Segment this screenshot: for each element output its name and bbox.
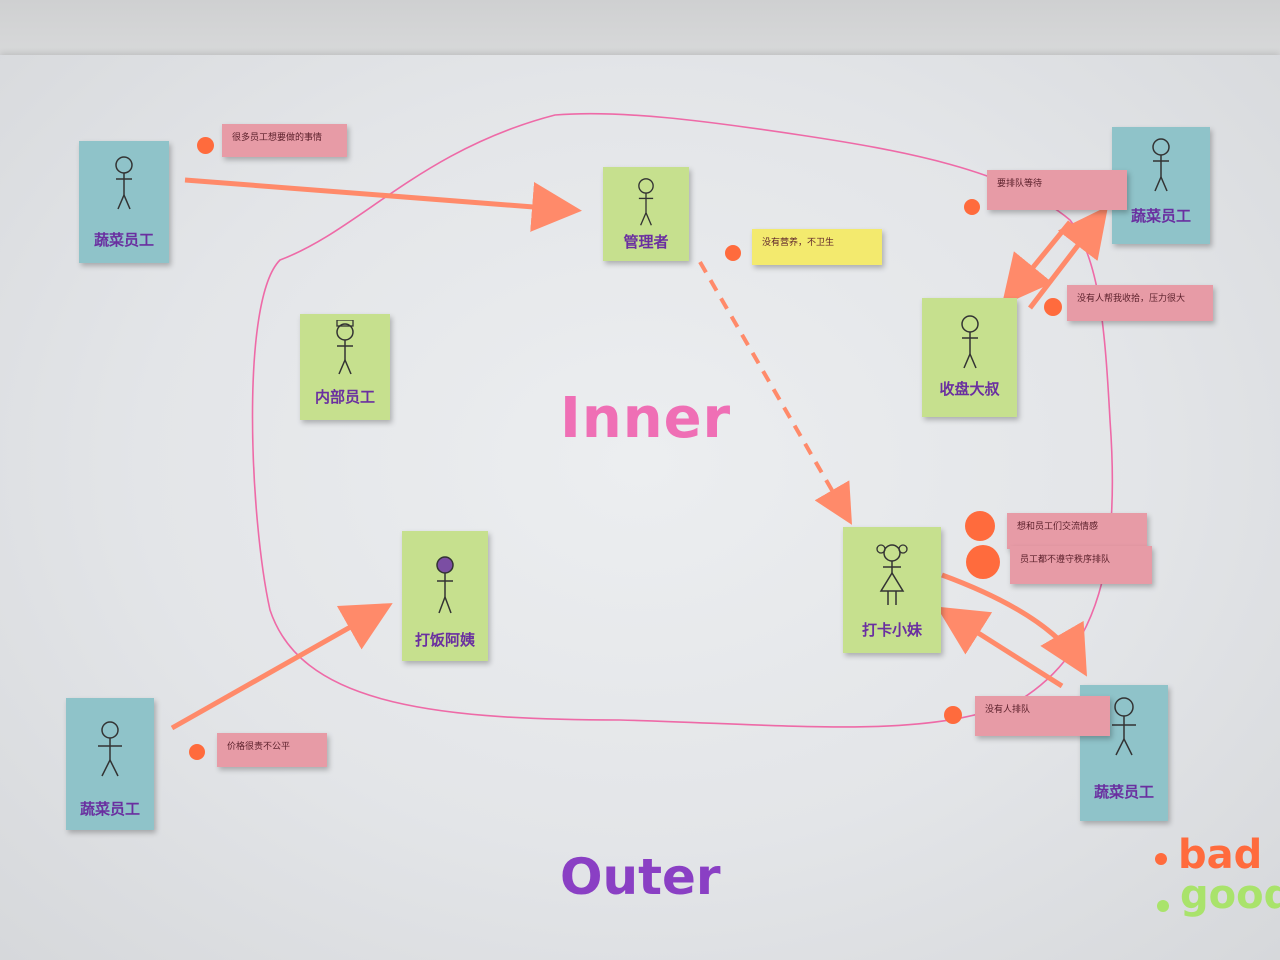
person-note: 打卡小妹 [843, 527, 941, 653]
pain-point-tag: 想和员工们交流情感 [1007, 513, 1147, 549]
bad-dot-icon [965, 511, 995, 541]
stick-figure-icon [876, 544, 908, 605]
pain-point-tag: 员工都不遵守秩序排队 [1010, 546, 1152, 584]
person-label: 蔬菜员工 [79, 800, 140, 818]
legend-good-dot-icon [1157, 900, 1169, 912]
person-label: 管理者 [623, 233, 669, 251]
pain-point-tag: 要排队等待 [987, 170, 1127, 210]
bad-dot-icon [725, 245, 741, 261]
person-label: 蔬菜员工 [93, 231, 154, 249]
person-note: 蔬菜员工 [79, 141, 169, 263]
stick-figure-icon [638, 178, 654, 226]
pain-point-tag: 没有营养，不卫生 [752, 229, 882, 265]
arrow-p8-to-p6 [170, 603, 393, 731]
stick-figure-icon [336, 320, 354, 375]
person-label: 打饭阿姨 [414, 631, 475, 649]
stick-figure-icon [115, 156, 133, 210]
bad-dot-icon [1044, 298, 1062, 316]
bad-dot-icon [189, 744, 205, 760]
legend-good-label: good [1180, 872, 1280, 918]
person-note: 打饭阿姨 [402, 531, 488, 661]
stick-figure-icon [1152, 138, 1170, 192]
person-label: 蔬菜员工 [1093, 783, 1154, 801]
bad-dot-icon [966, 545, 1000, 579]
person-label: 打卡小妹 [861, 621, 922, 639]
outer-label: Outer [560, 848, 721, 906]
pain-point-tag: 价格很贵不公平 [217, 733, 327, 767]
person-note: 蔬菜员工 [66, 698, 154, 830]
arrow-p1-to-p2 [184, 177, 582, 232]
arrow-p9-to-p7 [936, 606, 1064, 689]
person-note: 内部员工 [300, 314, 390, 420]
person-note: 蔬菜员工 [1112, 127, 1210, 244]
person-note: 管理者 [603, 167, 689, 261]
arrow-p7-to-p9 [941, 572, 1088, 677]
person-label: 蔬菜员工 [1130, 207, 1191, 225]
arrow-p5-to-p3 [1028, 206, 1109, 310]
pain-point-tag: 没有人帮我收拾，压力很大 [1067, 285, 1213, 321]
arrow-p3-to-p5 [1001, 220, 1072, 306]
arrow-p2-to-p7 [698, 260, 853, 525]
inner-label: Inner [560, 386, 732, 451]
person-label: 收盘大叔 [939, 380, 1000, 398]
bad-dot-icon [964, 199, 980, 215]
person-label: 内部员工 [314, 388, 375, 406]
pain-point-tag: 没有人排队 [975, 696, 1110, 736]
legend-bad-label: bad [1178, 832, 1263, 878]
legend-bad-dot-icon [1155, 853, 1167, 865]
stick-figure-icon [436, 556, 454, 614]
pain-point-tag: 很多员工想要做的事情 [222, 124, 347, 157]
stick-figure-icon [1112, 697, 1136, 756]
stick-figure-icon [98, 721, 122, 777]
inner-boundary [251, 112, 1114, 728]
person-note: 收盘大叔 [922, 298, 1017, 417]
bad-dot-icon [197, 137, 214, 154]
stick-figure-icon [960, 315, 979, 369]
bad-dot-icon [944, 706, 962, 724]
